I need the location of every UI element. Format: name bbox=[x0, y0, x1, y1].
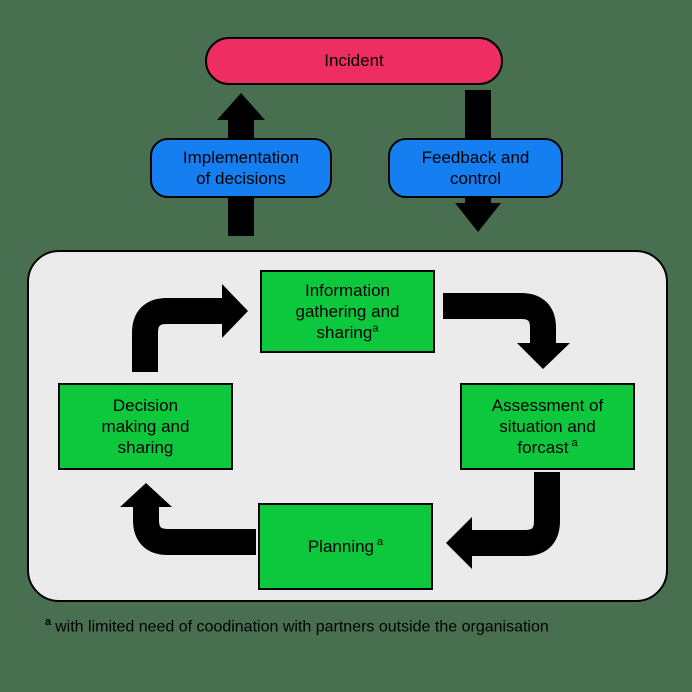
footnote-marker: a bbox=[45, 616, 52, 628]
feedback-node[interactable]: Feedback and control bbox=[388, 138, 563, 198]
arrow-decision-to-information-icon bbox=[132, 284, 248, 372]
footnote-text: with limited need of coodination with pa… bbox=[55, 618, 549, 636]
implementation-label: Implementation of decisions bbox=[182, 147, 300, 188]
feedback-label: Feedback and control bbox=[421, 147, 530, 188]
incident-node[interactable]: Incident bbox=[205, 37, 503, 85]
arrow-assessment-to-planning-icon bbox=[446, 472, 560, 569]
decision-label: Decision making and sharing bbox=[101, 395, 190, 458]
information-label: Information gathering and sharinga bbox=[295, 280, 400, 343]
decision-node[interactable]: Decision making and sharing bbox=[58, 383, 233, 470]
arrow-planning-to-decision-icon bbox=[120, 483, 256, 555]
arrow-information-to-assessment-icon bbox=[443, 293, 570, 369]
implementation-node[interactable]: Implementation of decisions bbox=[150, 138, 332, 198]
incident-label: Incident bbox=[324, 51, 384, 71]
information-node[interactable]: Information gathering and sharinga bbox=[260, 270, 435, 353]
